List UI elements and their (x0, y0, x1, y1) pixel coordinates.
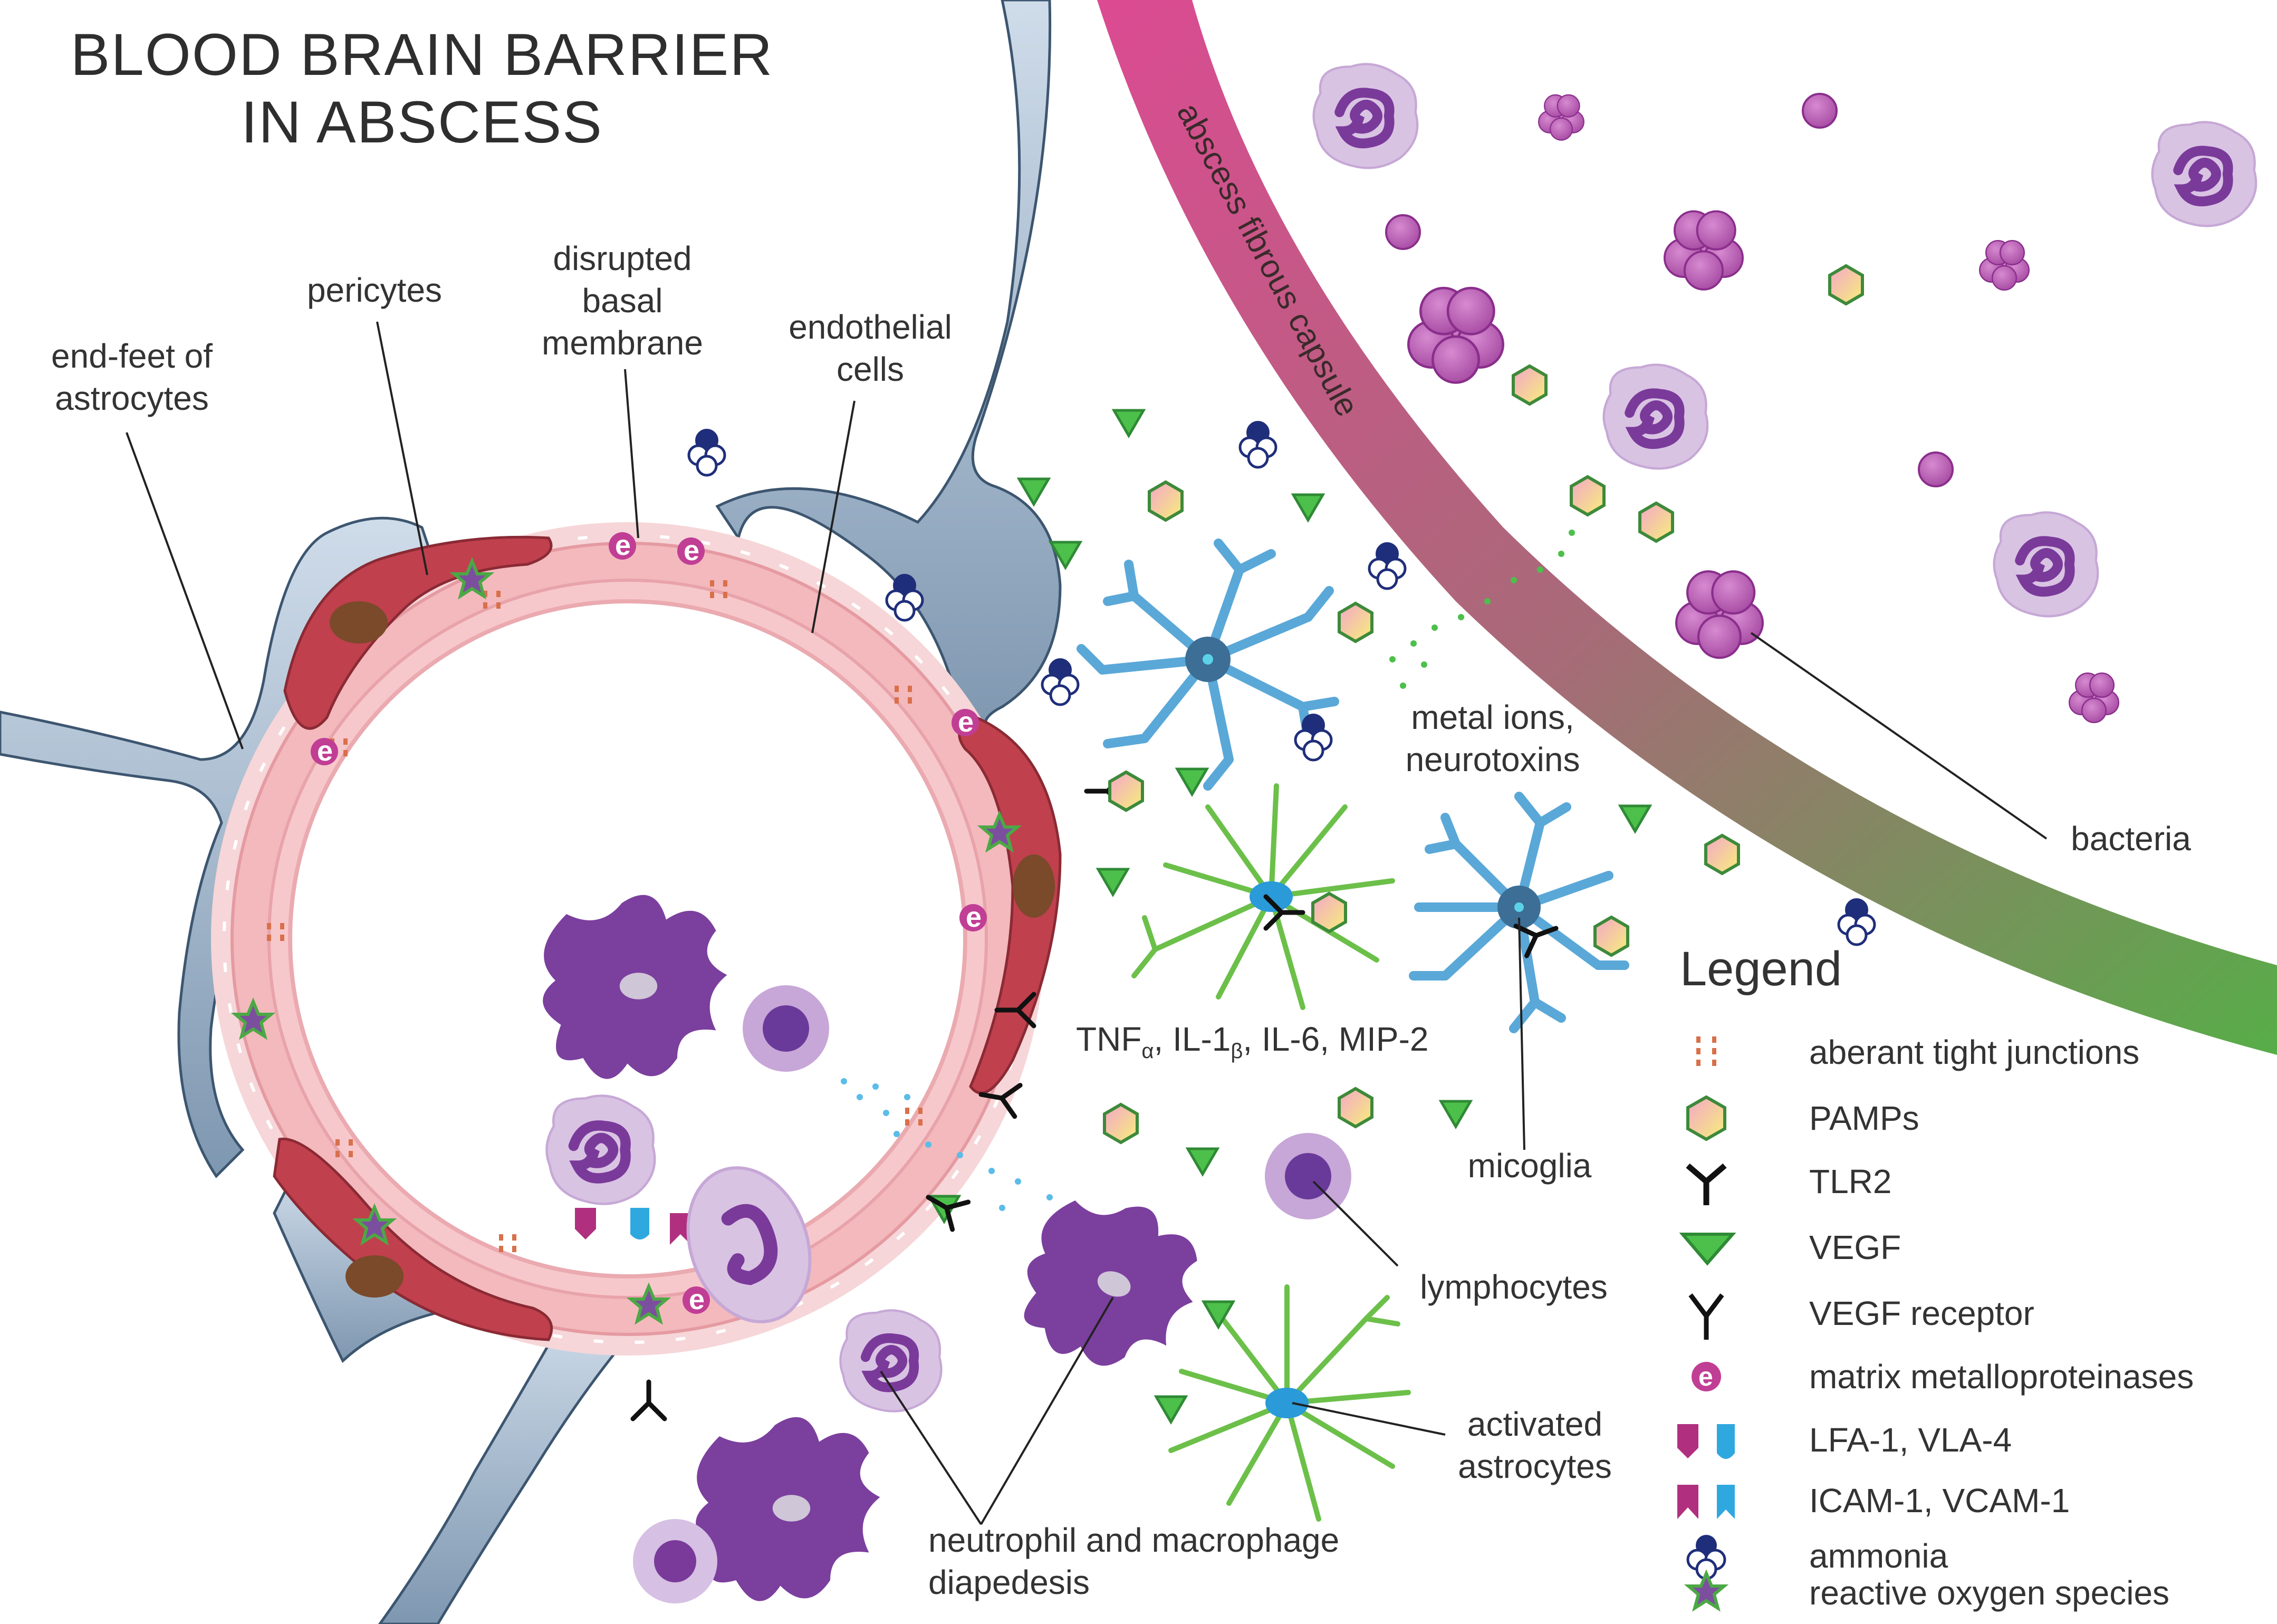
metal-ion-dots (1389, 530, 1575, 689)
lymphocytes-label: lymphocytes (1420, 1268, 1608, 1306)
vegf-triangle-icon (1679, 1233, 1736, 1266)
svg-text:e: e (615, 530, 631, 561)
svg-text:e: e (317, 735, 333, 767)
legend-label: LFA-1, VLA-4 (1809, 1421, 2012, 1459)
vegf-receptor-icon (1688, 1293, 1724, 1340)
basal-membrane-label: disrupted basal membrane (522, 237, 723, 364)
pamp-hexagon-icon (1686, 1095, 1726, 1141)
basal-label-line-2: basal (582, 282, 663, 320)
diapedesis-label-line-1: neutrophil and macrophage (928, 1521, 1340, 1559)
activated-label-line-2: astrocytes (1458, 1447, 1612, 1485)
cytokine-il1-sub: β (1231, 1039, 1243, 1063)
diapedesis-label: neutrophil and macrophage diapedesis (928, 1519, 1435, 1603)
title-line-2: IN ABSCESS (241, 89, 603, 155)
legend-item: VEGF (1677, 1218, 2268, 1276)
end-feet-label: end-feet of astrocytes (32, 335, 232, 419)
basal-label-line-1: disrupted (553, 239, 692, 277)
legend-label: reactive oxygen species (1809, 1574, 2170, 1612)
legend-item: ICAM-1, VCAM-1 (1677, 1472, 2268, 1530)
ros-star-icon (1684, 1569, 1729, 1612)
tight-junctions (267, 580, 923, 1255)
legend-label: ICAM-1, VCAM-1 (1809, 1482, 2070, 1520)
svg-text:e: e (689, 1284, 705, 1315)
tissue-immune-cells (633, 1133, 1351, 1603)
svg-text:e: e (684, 535, 699, 566)
legend-label: aberant tight junctions (1809, 1033, 2140, 1071)
cytokine-il1: , IL-1 (1154, 1020, 1231, 1058)
endothelial-label: endothelial cells (765, 306, 976, 390)
cytokine-tnf-sub: α (1141, 1039, 1154, 1063)
lfa-vla-icon (1677, 1424, 1735, 1459)
ammonia-icon (1686, 1535, 1726, 1580)
end-feet-label-line-1: end-feet of (51, 337, 213, 375)
legend-label: VEGF (1809, 1228, 1901, 1266)
tlr2-receptor-icon (1686, 1163, 1727, 1205)
pericytes (273, 535, 1062, 1341)
abscess-capsule (1097, 0, 2277, 1055)
endothelial-label-line-1: endothelial (789, 308, 952, 346)
end-feet-label-line-2: astrocytes (55, 379, 209, 417)
legend-item: aberant tight junctions (1677, 1023, 2268, 1081)
activated-astrocytes-label: activated astrocytes (1435, 1403, 1635, 1487)
legend-item: reactive oxygen species (1677, 1564, 2268, 1622)
legend-item: VEGF receptor (1677, 1284, 2268, 1342)
activated-astrocytes (1131, 783, 1411, 1522)
svg-text:e: e (966, 901, 982, 933)
legend-label: matrix metalloproteinases (1809, 1358, 2194, 1396)
cytokines-label: TNFα, IL-1β, IL-6, MIP-2 (1076, 1018, 1456, 1072)
endothelial-label-line-2: cells (836, 350, 905, 388)
matrix-metalloproteinases: e e e e e e (311, 530, 987, 1315)
legend-item: ammonia (1677, 1527, 2268, 1585)
metal-ions-label: metal ions, neurotoxins (1382, 696, 1603, 781)
legend-label: PAMPs (1809, 1099, 1919, 1137)
diapedesis-label-line-2: diapedesis (928, 1563, 1090, 1601)
metal-ions-label-line-1: metal ions, (1411, 698, 1574, 736)
legend-title: Legend (1680, 942, 1842, 996)
basal-label-line-3: membrane (542, 324, 703, 362)
microglia-label: micoglia (1467, 1147, 1592, 1185)
legend-item: TLR2 (1677, 1152, 2268, 1210)
vessel-leukocytes (543, 895, 829, 1323)
abscess-bacteria (1314, 64, 2256, 724)
icam-vcam-icon (1677, 1485, 1735, 1519)
cytokine-rest: , IL-6, MIP-2 (1243, 1020, 1429, 1058)
metal-ions-label-line-2: neurotoxins (1405, 741, 1580, 779)
pericytes-label: pericytes (306, 271, 443, 309)
diagram-title: BLOOD BRAIN BARRIER IN ABSCESS (53, 21, 791, 156)
leader-lines (126, 321, 2048, 1525)
title-line-1: BLOOD BRAIN BARRIER (70, 22, 774, 88)
activated-label-line-1: activated (1467, 1405, 1603, 1443)
legend-label: ammonia (1809, 1537, 1948, 1575)
legend-item: e matrix metalloproteinases (1677, 1348, 2268, 1406)
cytokine-tnf: TNF (1076, 1020, 1142, 1058)
mmp-e-icon: e (1692, 1362, 1721, 1391)
legend-item: LFA-1, VLA-4 (1677, 1411, 2268, 1469)
bacteria-label: bacteria (2071, 820, 2191, 858)
legend-label: VEGF receptor (1809, 1294, 2034, 1332)
svg-text:e: e (1698, 1362, 1713, 1391)
legend-item: PAMPs (1677, 1089, 2268, 1147)
tight-junction-icon (1696, 1036, 1716, 1068)
microglia (1077, 539, 1629, 1033)
legend-label: TLR2 (1809, 1162, 1892, 1200)
svg-text:e: e (958, 706, 974, 738)
